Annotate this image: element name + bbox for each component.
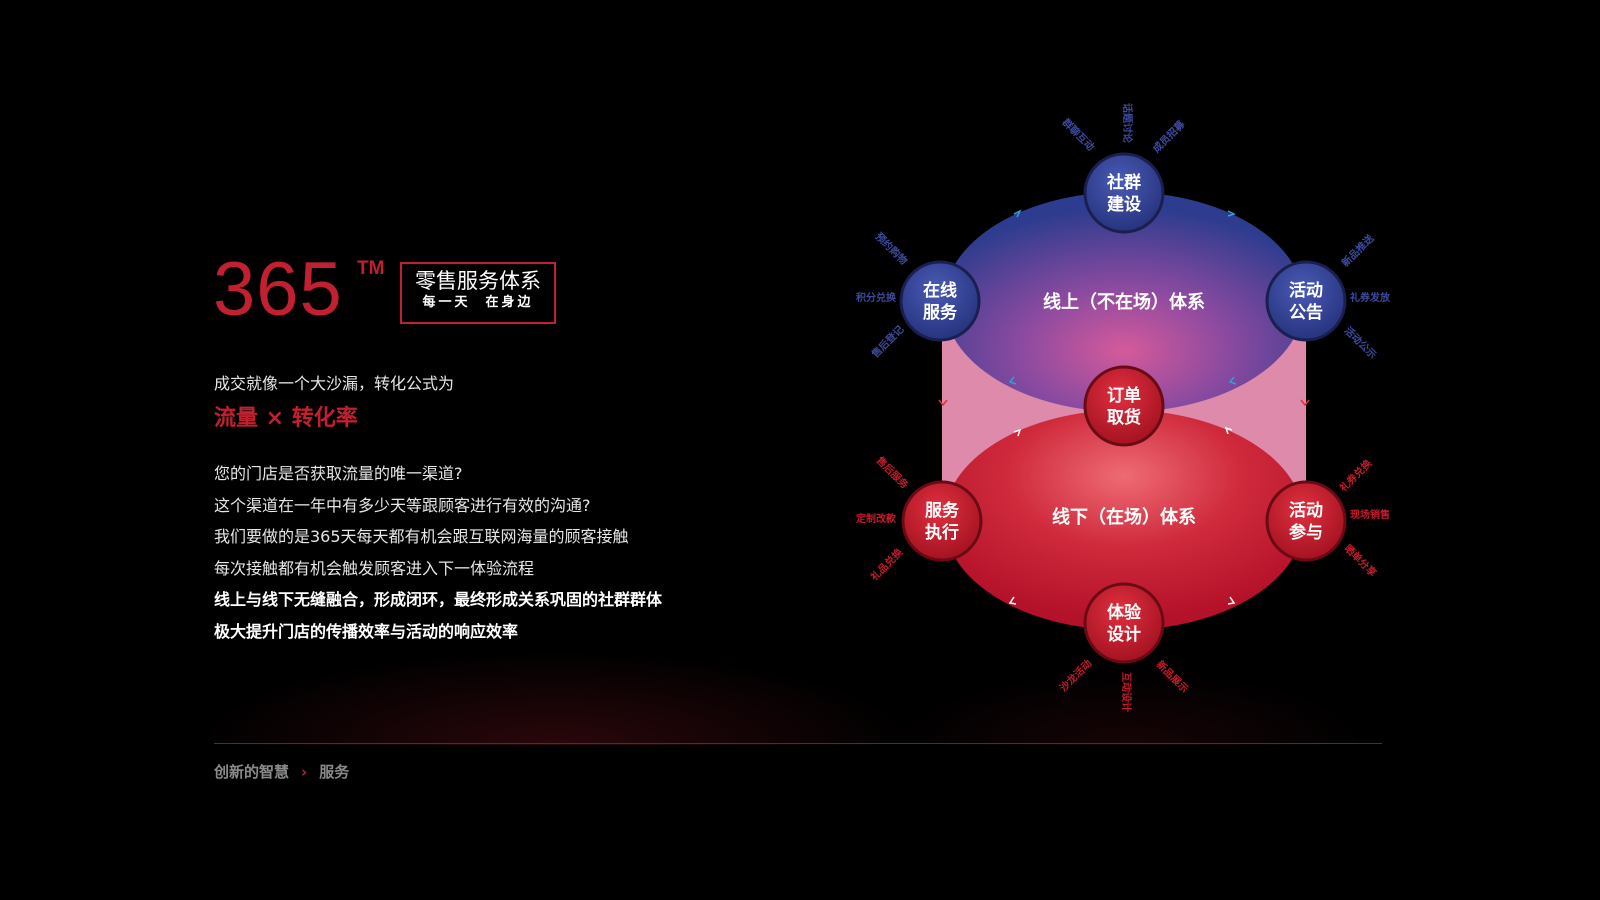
satellite-label: 预约购物 <box>873 230 910 267</box>
arrow-icon <box>938 399 948 407</box>
body-line: 每次接触都有机会触发顾客进入下一体验流程 <box>214 558 535 578</box>
breadcrumb-current: 服务 <box>319 763 350 781</box>
offline-ellipse <box>944 410 1304 630</box>
node-order: 订单 取货 <box>1083 365 1165 447</box>
node-service-exec-line2: 执行 <box>925 522 959 543</box>
satellite-label: 活动公示 <box>1342 324 1379 361</box>
satellite-label: 积分兑换 <box>856 291 897 304</box>
flow-arrows <box>938 209 1310 605</box>
intro-text: 成交就像一个大沙漏，转化公式为 <box>214 374 455 393</box>
bottom-glow <box>210 610 1360 745</box>
offline-system-label: 线下（在场）体系 <box>1052 506 1196 528</box>
node-online-service: 在线 服务 <box>899 260 981 342</box>
satellite-label: 晒单分享 <box>1342 542 1379 579</box>
node-service-exec: 服务 执行 <box>901 480 983 562</box>
satellite-label: 新品推送 <box>1339 231 1377 269</box>
body-line: 这个渠道在一年中有多少天等跟顾客进行有效的沟通? <box>214 495 591 515</box>
node-announcement: 活动 公告 <box>1265 260 1347 342</box>
chevron-right-icon: › <box>301 763 308 781</box>
satellite-label: 沙龙活动 <box>1057 657 1094 694</box>
node-announcement-line2: 公告 <box>1289 302 1323 323</box>
arrow-icon <box>1227 596 1236 605</box>
satellite-label: 现场销售 <box>1350 508 1390 521</box>
arrow-icon <box>1227 210 1236 217</box>
node-community-line1: 社群 <box>1106 172 1141 193</box>
satellite-label: 新品展示 <box>1154 658 1191 695</box>
brand-box-title: 零售服务体系 <box>415 269 541 293</box>
node-community-line2: 建设 <box>1107 194 1141 215</box>
online-system-label: 线上（不在场）体系 <box>1043 291 1205 313</box>
arrow-icon <box>1300 399 1310 407</box>
arrow-icon <box>1013 209 1022 218</box>
satellite-label: 群聊互动 <box>1060 116 1097 153</box>
body-line: 您的门店是否获取流量的唯一渠道? <box>214 464 463 483</box>
body-text: 您的门店是否获取流量的唯一渠道? 这个渠道在一年中有多少天等跟顾客进行有效的沟通… <box>214 458 662 647</box>
node-participation-line2: 参与 <box>1289 522 1323 543</box>
brand-number: 365 <box>213 247 343 332</box>
satellite-label: 礼品兑换 <box>868 545 906 583</box>
footer-divider <box>214 743 1382 744</box>
node-announcement-line1: 活动 <box>1289 280 1323 301</box>
arrow-icon <box>1224 426 1233 435</box>
node-experience: 体验 设计 <box>1083 582 1165 664</box>
satellite-label: 礼券发放 <box>1350 291 1391 304</box>
brand-box-subtitle: 每一天 在身边 <box>422 295 534 310</box>
node-order-line1: 订单 <box>1107 385 1141 406</box>
trademark-mark: TM <box>357 258 385 279</box>
body-line-emphasis: 极大提升门店的传播效率与活动的响应效率 <box>214 621 519 641</box>
node-order-line2: 取货 <box>1107 407 1141 428</box>
node-online-service-line2: 服务 <box>923 302 958 323</box>
formula-text: 流量 × 转化率 <box>214 406 358 431</box>
breadcrumb: 创新的智慧 › 服务 <box>214 761 349 782</box>
brand-title-box: 零售服务体系 每一天 在身边 <box>400 262 556 324</box>
arrow-icon <box>1008 596 1017 605</box>
online-ellipse <box>944 192 1304 412</box>
satellite-label: 成员招募 <box>1150 117 1188 155</box>
body-line: 我们要做的是365天每天都有机会跟互联网海量的顾客接触 <box>214 527 629 546</box>
satellite-label: 售后服务 <box>874 454 912 492</box>
satellite-label: 话题讨论 <box>1121 103 1134 144</box>
satellite-label: 售后登记 <box>869 323 906 360</box>
arrow-icon <box>1008 376 1017 385</box>
node-participation-line1: 活动 <box>1289 500 1323 521</box>
body-line-emphasis: 线上与线下无缝融合，形成闭环，最终形成关系巩固的社群群体 <box>214 590 663 609</box>
satellite-label: 定制改款 <box>856 512 897 525</box>
satellite-label: 礼券兑换 <box>1337 456 1375 494</box>
node-experience-line1: 体验 <box>1107 602 1142 623</box>
breadcrumb-parent[interactable]: 创新的智慧 <box>214 763 290 781</box>
node-service-exec-line1: 服务 <box>925 500 960 521</box>
arrow-icon <box>1228 376 1237 385</box>
satellite-label: 互动设计 <box>1120 672 1133 712</box>
node-online-service-line1: 在线 <box>923 280 957 301</box>
node-participation: 活动 参与 <box>1265 480 1347 562</box>
node-community: 社群 建设 <box>1083 152 1165 234</box>
node-experience-line2: 设计 <box>1107 624 1141 645</box>
arrow-icon <box>1013 428 1022 437</box>
